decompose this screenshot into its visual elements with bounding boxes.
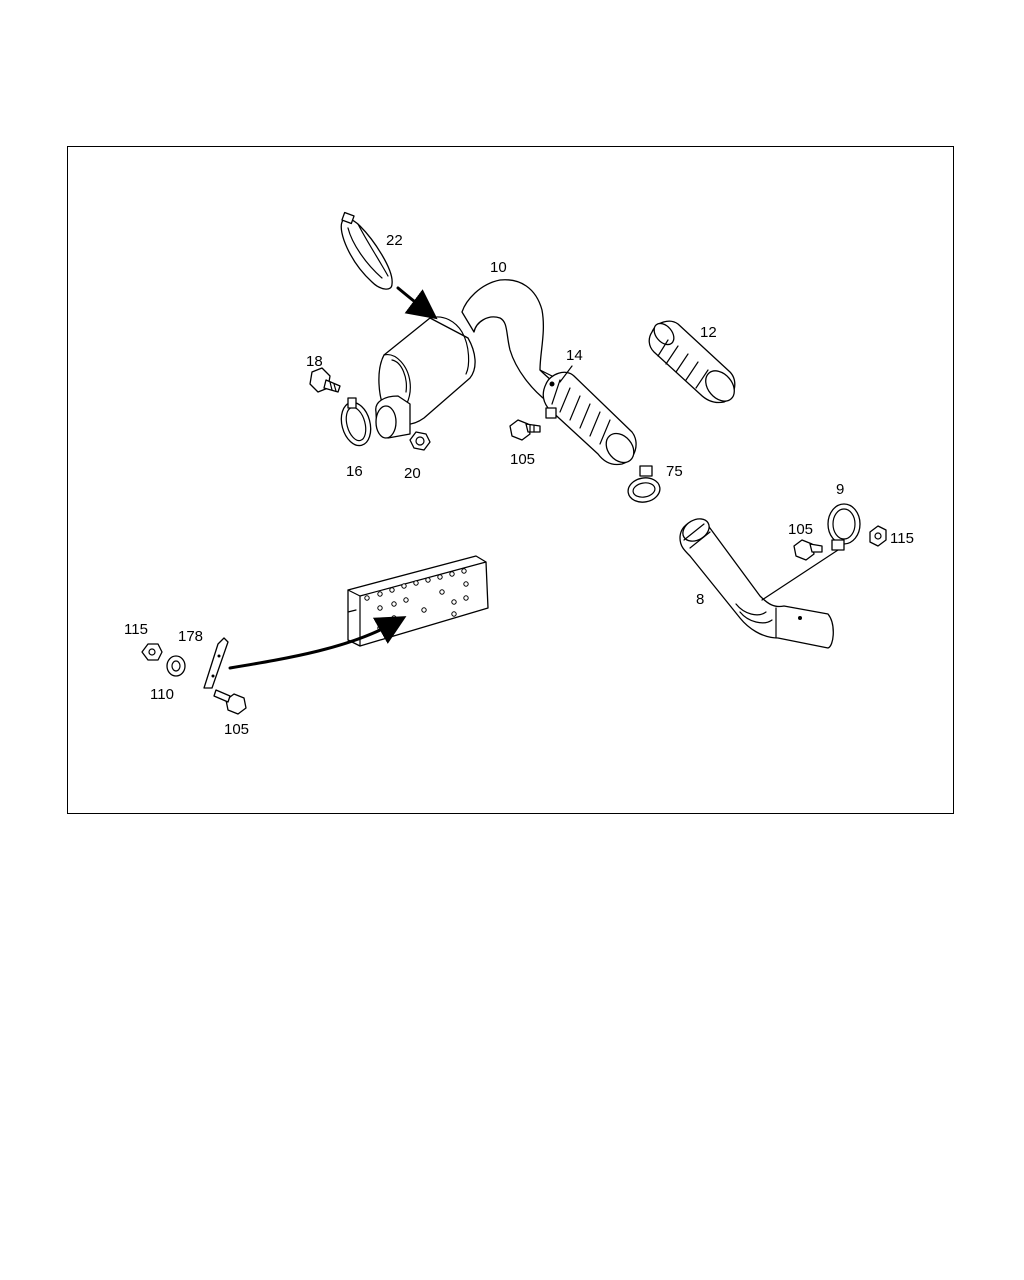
part-178-bracket[interactable] — [203, 637, 229, 689]
callout-9: 9 — [836, 481, 844, 498]
part-115-nut-a[interactable] — [869, 525, 887, 547]
arrow-178 — [228, 616, 407, 670]
callout-14: 14 — [566, 347, 583, 364]
callout-16: 16 — [346, 463, 363, 480]
callout-115-a: 115 — [890, 530, 914, 547]
part-110-washer[interactable] — [166, 655, 186, 677]
callout-8: 8 — [696, 591, 704, 608]
callout-105-a: 105 — [510, 451, 535, 468]
leader-8-9 — [761, 549, 839, 601]
part-10-muffler[interactable] — [375, 279, 563, 439]
leader-14 — [559, 365, 573, 383]
frame-bracket — [347, 555, 489, 647]
callout-10: 10 — [490, 259, 507, 276]
part-105-bolt-c[interactable] — [213, 689, 247, 715]
part-16-clamp[interactable] — [337, 397, 375, 449]
arrow-22 — [396, 286, 438, 320]
callout-110: 110 — [150, 686, 174, 703]
diagram-frame — [67, 146, 954, 814]
part-105-bolt-b[interactable] — [793, 539, 823, 561]
part-105-bolt-a[interactable] — [509, 419, 541, 441]
callout-105-c: 105 — [224, 721, 249, 738]
part-12-flex-tube[interactable] — [648, 320, 740, 407]
callout-18: 18 — [306, 353, 323, 370]
part-20-nut[interactable] — [409, 431, 431, 451]
part-115-nut-b[interactable] — [141, 643, 163, 661]
part-14-flex-pipe[interactable] — [542, 371, 639, 468]
part-22-clamp[interactable] — [340, 211, 393, 290]
callout-105-b: 105 — [788, 521, 813, 538]
part-9-clamp[interactable] — [827, 503, 861, 551]
part-18-bolt[interactable] — [309, 367, 341, 393]
part-8-tailpipe[interactable] — [679, 514, 834, 649]
callout-22: 22 — [386, 232, 403, 249]
callout-115-b: 115 — [124, 621, 148, 638]
callout-178: 178 — [178, 628, 203, 645]
callout-20: 20 — [404, 465, 421, 482]
part-75-clamp[interactable] — [626, 465, 662, 505]
callout-12: 12 — [700, 324, 717, 341]
callout-75: 75 — [666, 463, 683, 480]
